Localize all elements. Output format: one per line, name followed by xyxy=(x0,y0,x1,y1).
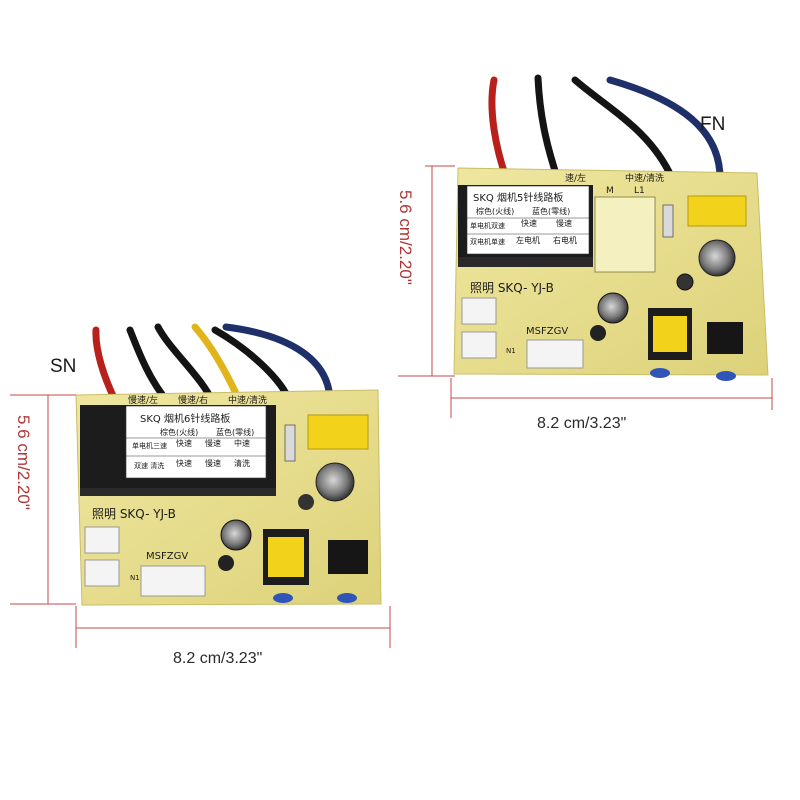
right-electrolytic-small xyxy=(676,273,694,291)
left-relay-base xyxy=(80,488,276,496)
left-silk-top-left: 慢速/左 xyxy=(128,394,158,406)
right-row2-label: 双电机单速 xyxy=(470,237,505,246)
right-wire-black-2 xyxy=(571,76,676,182)
left-blue-cap-2 xyxy=(337,593,357,603)
left-6pin-connector xyxy=(140,565,206,597)
right-cap-mid xyxy=(597,292,629,324)
left-height-dimension: 5.6 cm/2.20" xyxy=(10,394,76,605)
right-blue-cap-2 xyxy=(716,371,736,381)
left-cap-mid xyxy=(220,519,252,551)
right-row2-b: 右电机 xyxy=(553,235,577,245)
left-width-label: 8.2 cm/3.23" xyxy=(173,650,262,667)
right-sticker xyxy=(466,185,590,255)
left-wire-blue xyxy=(222,323,334,406)
right-board-name: FN xyxy=(700,114,725,135)
right-ic xyxy=(707,322,743,354)
left-silk-pins: MSFZGV xyxy=(146,551,188,562)
right-electrolytic-large xyxy=(698,239,736,277)
right-connector-b xyxy=(461,331,497,359)
left-board-name: SN xyxy=(50,356,76,377)
left-wire-red xyxy=(92,326,120,406)
right-sticker-title: SKQ 烟机5针线路板 xyxy=(473,191,563,204)
right-silk-model: 照明 SKQ- YJ-B xyxy=(470,281,554,295)
left-connector-b xyxy=(84,559,120,587)
left-silk-top-mid: 慢速/右 xyxy=(178,394,208,406)
right-wire-black-1 xyxy=(534,74,562,184)
right-silk-m: M xyxy=(606,186,614,196)
left-sticker xyxy=(125,405,267,479)
right-silk-n1: N1 xyxy=(506,347,516,355)
right-blue-cap-1 xyxy=(650,368,670,378)
left-row2-label: 双速 清洗 xyxy=(134,461,164,470)
right-wire-blue xyxy=(606,76,724,182)
left-width-dimension: 8.2 cm/3.23" xyxy=(75,606,391,667)
left-row2-c: 清洗 xyxy=(234,458,250,468)
left-silk-model: 照明 SKQ- YJ-B xyxy=(92,507,176,521)
left-connector-a xyxy=(84,526,120,554)
right-row1-b: 慢速 xyxy=(556,218,572,228)
left-sticker-sub2: 蓝色(零线) xyxy=(216,427,254,437)
left-ic xyxy=(328,540,368,574)
right-silk-pins: MSFZGV xyxy=(526,326,568,337)
left-row2-a: 快速 xyxy=(176,458,192,468)
left-row1-c: 中速 xyxy=(234,438,250,448)
right-relay-base xyxy=(458,257,593,267)
right-yellow-capacitor xyxy=(687,195,747,227)
right-coil-area xyxy=(594,196,656,273)
left-row1-b: 慢速 xyxy=(205,438,221,448)
right-height-label: 5.6 cm/2.20" xyxy=(396,190,415,285)
left-cap-small xyxy=(218,555,234,571)
right-silk-top-mid: 中速/清洗 xyxy=(625,172,664,184)
left-wire-black-1 xyxy=(126,326,172,406)
right-fuse xyxy=(662,204,674,238)
left-row1-a: 快速 xyxy=(176,438,192,448)
right-height-dimension: 5.6 cm/2.20" xyxy=(396,165,455,377)
left-yellow-capacitor xyxy=(307,414,369,450)
left-row2-b: 慢速 xyxy=(205,458,221,468)
right-board: SKQ 烟机5针线路板 棕色(火线) 蓝色(零线) 单电机双速 快速 慢速 双电… xyxy=(453,74,769,381)
left-row1-label: 单电机三速 xyxy=(132,441,167,450)
right-row2-a: 左电机 xyxy=(516,235,540,245)
left-height-label: 5.6 cm/2.20" xyxy=(14,415,33,510)
right-width-dimension: 8.2 cm/3.23" xyxy=(450,378,773,432)
right-silk-top-left: 速/左 xyxy=(565,172,586,184)
right-row1-a: 快速 xyxy=(521,218,537,228)
left-blue-cap-1 xyxy=(273,593,293,603)
left-board: SKQ 烟机6针线路板 棕色(火线) 蓝色(零线) 单电机三速 快速 慢速 中速… xyxy=(75,323,382,606)
left-sticker-title: SKQ 烟机6针线路板 xyxy=(140,412,230,425)
right-width-label: 8.2 cm/3.23" xyxy=(537,415,626,432)
right-silk-l1: L1 xyxy=(634,186,645,196)
left-silk-top-right: 中速/清洗 xyxy=(228,394,267,406)
right-connector-a xyxy=(461,297,497,325)
right-wire-red xyxy=(488,76,511,184)
left-electrolytic-large xyxy=(315,462,355,502)
left-silk-n1: N1 xyxy=(130,574,140,582)
right-cap-small xyxy=(590,325,606,341)
left-fuse xyxy=(284,424,296,462)
left-electrolytic-small xyxy=(298,494,314,510)
right-5pin-connector xyxy=(526,339,584,369)
left-sticker-sub1: 棕色(火线) xyxy=(160,427,198,437)
right-row1-label: 单电机双速 xyxy=(470,221,505,230)
right-sticker-sub1: 棕色(火线) xyxy=(476,206,514,216)
right-sticker-sub2: 蓝色(零线) xyxy=(532,206,570,216)
